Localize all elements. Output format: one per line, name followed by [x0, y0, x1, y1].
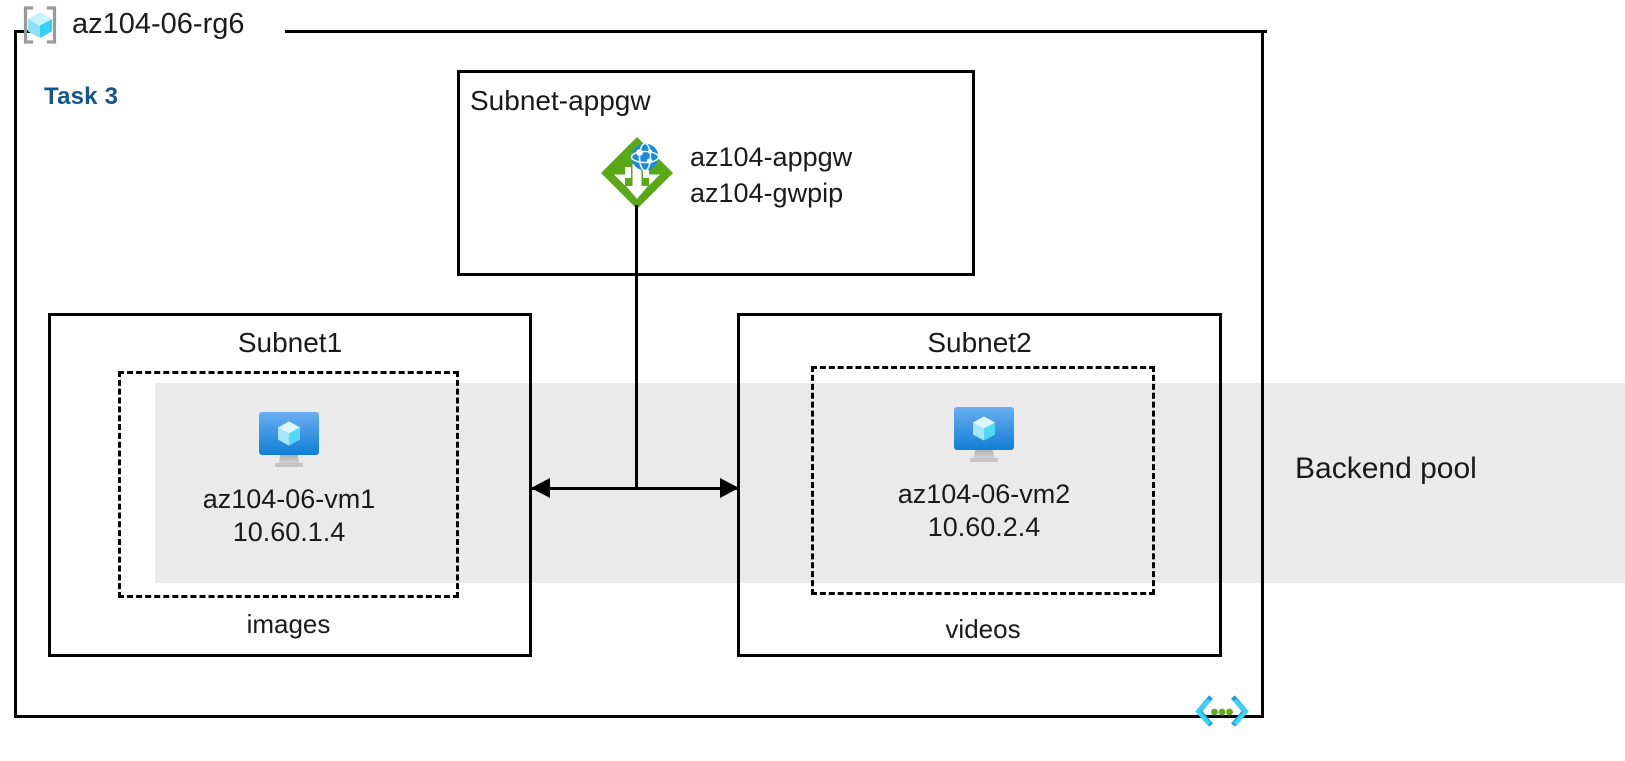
subnet2-group-caption: videos: [945, 614, 1021, 644]
virtual-machine-icon: [253, 403, 325, 475]
vm2-ip: 10.60.2.4: [927, 511, 1041, 542]
subnet-appgw-box: [457, 70, 975, 276]
resource-group-border-left-stub: [14, 30, 32, 33]
arrow-head-right-icon: [720, 478, 739, 498]
subnet2-title: Subnet2: [927, 327, 1032, 358]
arm-template-code-icon: [1194, 693, 1250, 729]
subnet1-group-caption: images: [246, 609, 331, 639]
vm2-name: az104-06-vm2: [897, 479, 1071, 509]
appgw-public-ip-name: az104-gwpip: [690, 177, 844, 208]
connector-subnet-horizontal: [531, 487, 739, 490]
backend-pool-band: [155, 383, 1625, 583]
backend-pool-label: Backend pool: [1295, 452, 1477, 485]
resource-group-cube-icon: [18, 3, 62, 47]
application-gateway-node: az104-appgw az104-gwpip: [598, 134, 852, 212]
application-gateway-icon: [598, 134, 676, 212]
resource-group-name: az104-06-rg6: [72, 7, 245, 40]
application-gateway-labels: az104-appgw az104-gwpip: [690, 134, 852, 212]
subnet1-box: [48, 313, 532, 657]
subnet-appgw-title: Subnet-appgw: [470, 85, 651, 116]
vm2-node: az104-06-vm2 10.60.2.4: [855, 398, 1113, 544]
subnet1-asg-dashed-box: [118, 371, 459, 598]
connector-appgw-vertical: [635, 205, 638, 488]
subnet2-asg-dashed-box: [811, 366, 1155, 595]
vm1-node: az104-06-vm1 10.60.1.4: [160, 403, 418, 549]
resource-group-header: az104-06-rg6: [18, 3, 245, 47]
task-label: Task 3: [44, 83, 119, 110]
subnet1-title: Subnet1: [237, 327, 343, 358]
resource-group-border-right-stub: [285, 30, 1267, 33]
resource-group-frame: [14, 30, 1264, 718]
arrow-head-left-icon: [531, 478, 550, 498]
vm1-ip: 10.60.1.4: [232, 516, 346, 547]
virtual-machine-icon: [948, 398, 1020, 470]
vm1-name: az104-06-vm1: [202, 484, 376, 514]
appgw-resource-name: az104-appgw: [690, 142, 853, 172]
